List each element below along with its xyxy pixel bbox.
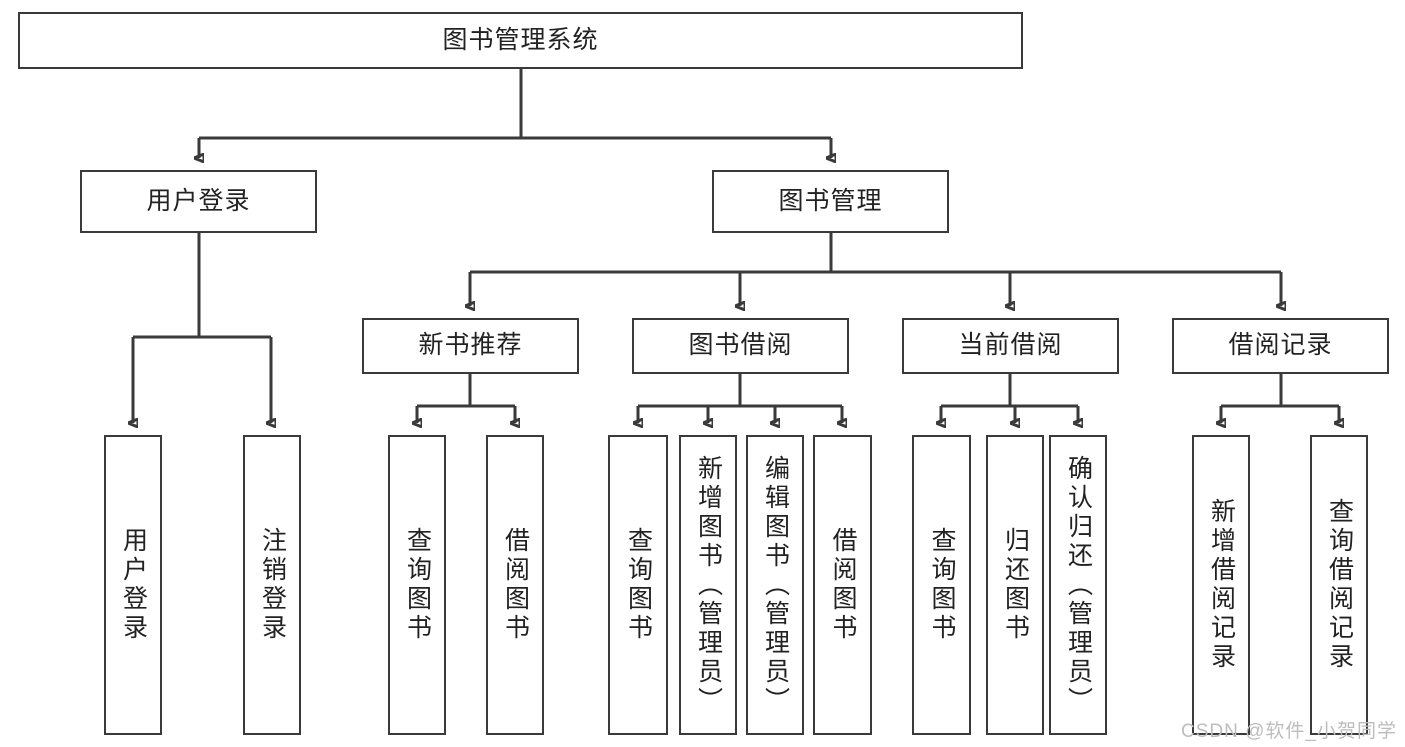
node-current-borrow[interactable]: 当前借阅 — [902, 318, 1119, 374]
csdn-watermark: CSDN @软件_小贺同学 — [1181, 721, 1397, 742]
leaf-label: 查询图书 — [624, 527, 653, 643]
leaf-edit-book-admin[interactable]: 编辑图书（管理员） — [746, 435, 804, 735]
leaf-label: 借阅图书 — [501, 527, 530, 643]
leaf-return-book[interactable]: 归还图书 — [986, 435, 1044, 735]
leaf-query-book-1[interactable]: 查询图书 — [388, 435, 446, 735]
leaf-label: 确认归还（管理员） — [1064, 454, 1093, 716]
leaf-label: 查询图书 — [403, 527, 432, 643]
leaf-label: 注销登录 — [258, 527, 287, 643]
leaf-borrow-book-1[interactable]: 借阅图书 — [486, 435, 544, 735]
leaf-logout[interactable]: 注销登录 — [243, 435, 301, 735]
leaf-add-borrow-record[interactable]: 新增借阅记录 — [1192, 435, 1250, 735]
leaf-label: 归还图书 — [1001, 527, 1030, 643]
leaf-label: 查询图书 — [928, 527, 956, 643]
node-borrow-record[interactable]: 借阅记录 — [1172, 318, 1389, 374]
leaf-label: 查询借阅记录 — [1325, 498, 1354, 672]
leaf-label: 新增借阅记录 — [1207, 498, 1236, 672]
leaf-user-login[interactable]: 用户登录 — [104, 435, 162, 735]
leaf-query-book-3[interactable]: 查询图书 — [912, 435, 971, 735]
leaf-query-borrow-record[interactable]: 查询借阅记录 — [1310, 435, 1368, 735]
leaf-query-book-2[interactable]: 查询图书 — [608, 435, 668, 735]
node-book-manage[interactable]: 图书管理 — [712, 170, 949, 233]
node-new-book-recommend[interactable]: 新书推荐 — [362, 318, 579, 374]
leaf-add-book-admin[interactable]: 新增图书（管理员） — [679, 435, 737, 735]
leaf-borrow-book-2[interactable]: 借阅图书 — [813, 435, 872, 735]
leaf-label: 借阅图书 — [829, 527, 857, 643]
node-root-system[interactable]: 图书管理系统 — [18, 12, 1023, 69]
leaf-label: 编辑图书（管理员） — [761, 454, 790, 716]
node-book-borrow[interactable]: 图书借阅 — [632, 318, 849, 374]
leaf-label: 用户登录 — [119, 527, 148, 643]
leaf-confirm-return-admin[interactable]: 确认归还（管理员） — [1049, 435, 1107, 735]
leaf-label: 新增图书（管理员） — [694, 454, 723, 716]
node-user-login[interactable]: 用户登录 — [80, 170, 317, 233]
